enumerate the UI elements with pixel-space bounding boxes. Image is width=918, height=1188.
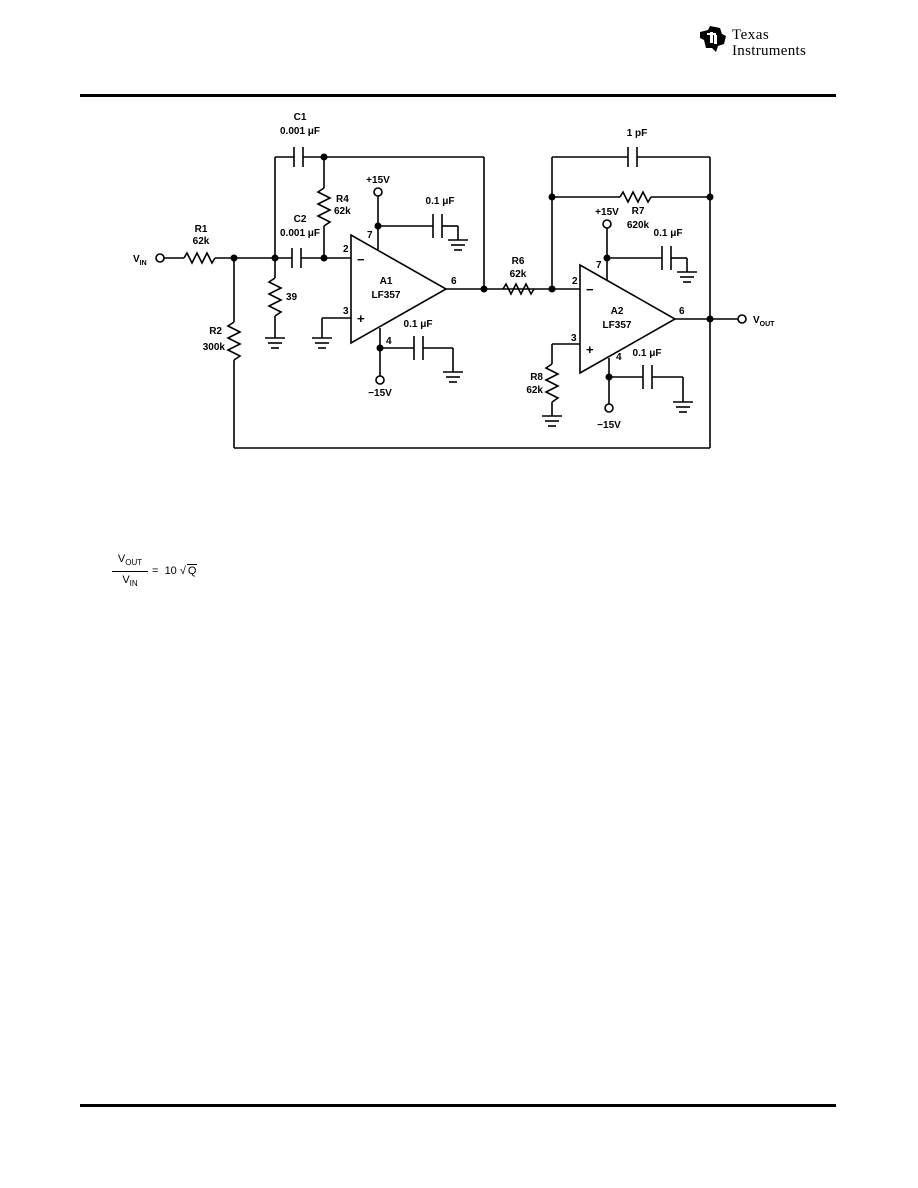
a2-pin-4: 4 bbox=[616, 352, 622, 363]
a1-pin-3: 3 bbox=[343, 306, 349, 317]
a2-part: LF357 bbox=[603, 320, 632, 331]
formula-rhs: = 10 √Q bbox=[152, 564, 198, 577]
a2-pin-3: 3 bbox=[571, 333, 577, 344]
r-shunt-value: 39 bbox=[286, 292, 298, 303]
a1-pin-6: 6 bbox=[451, 276, 457, 287]
formula-denominator: VIN bbox=[122, 574, 138, 588]
gain-fraction: VOUT VIN bbox=[112, 553, 148, 588]
a1-part: LF357 bbox=[372, 290, 401, 301]
header-rule bbox=[80, 94, 836, 97]
r6-name: R6 bbox=[512, 256, 525, 267]
a1-name: A1 bbox=[380, 276, 393, 287]
r2-name: R2 bbox=[209, 326, 222, 337]
r1-value: 62k bbox=[193, 236, 210, 247]
a2-pin-7: 7 bbox=[596, 260, 602, 271]
a2-vneg-bypass-value: 0.1 μF bbox=[633, 348, 662, 359]
c1-value: 0.001 μF bbox=[280, 126, 320, 137]
footer-rule bbox=[80, 1104, 836, 1107]
a2-vpos-bypass-value: 0.1 μF bbox=[654, 228, 683, 239]
fraction-bar bbox=[112, 571, 148, 572]
c1-name: C1 bbox=[294, 112, 307, 123]
a1-pin-4: 4 bbox=[386, 336, 392, 347]
r6-value: 62k bbox=[510, 269, 527, 280]
gain-formula: VOUT VIN = 10 √Q bbox=[112, 553, 242, 597]
a1-pin-2: 2 bbox=[343, 244, 349, 255]
vin-label: VIN bbox=[133, 254, 147, 267]
formula-numerator: VOUT bbox=[117, 553, 143, 567]
r8-name: R8 bbox=[530, 372, 543, 383]
a2-noninverting-mark: + bbox=[586, 342, 594, 357]
a1-vpos-bypass-value: 0.1 μF bbox=[426, 196, 455, 207]
a2-inverting-mark: − bbox=[586, 282, 594, 297]
r7-value: 620k bbox=[627, 220, 650, 231]
r4-name: R4 bbox=[336, 194, 349, 205]
ti-logo: Texas Instruments bbox=[698, 26, 838, 62]
ti-logo-icon bbox=[700, 26, 726, 52]
c2-value: 0.001 μF bbox=[280, 228, 320, 239]
a1-vneg-label: −15V bbox=[368, 388, 392, 399]
a1-inverting-mark: − bbox=[357, 252, 365, 267]
cfb-value: 1 pF bbox=[627, 128, 648, 139]
r4-value: 62k bbox=[334, 206, 351, 217]
a2-vpos-label: +15V bbox=[595, 207, 619, 218]
a1-noninverting-mark: + bbox=[357, 311, 365, 326]
r7-name: R7 bbox=[632, 206, 645, 217]
a1-pin-7: 7 bbox=[367, 230, 373, 241]
a2-pin-2: 2 bbox=[572, 276, 578, 287]
a2-name: A2 bbox=[611, 306, 624, 317]
a1-vpos-label: +15V bbox=[366, 175, 390, 186]
c2-name: C2 bbox=[294, 214, 307, 225]
r1-name: R1 bbox=[195, 224, 208, 235]
r8-value: 62k bbox=[526, 385, 543, 396]
a1-vneg-bypass-value: 0.1 μF bbox=[404, 319, 433, 330]
r2-value: 300k bbox=[203, 342, 226, 353]
logo-text-line1: Texas bbox=[732, 27, 770, 43]
vout-label: VOUT bbox=[753, 315, 775, 328]
a2-pin-6: 6 bbox=[679, 306, 685, 317]
logo-text-line2: Instruments bbox=[732, 43, 807, 59]
a2-vneg-label: −15V bbox=[597, 420, 621, 431]
